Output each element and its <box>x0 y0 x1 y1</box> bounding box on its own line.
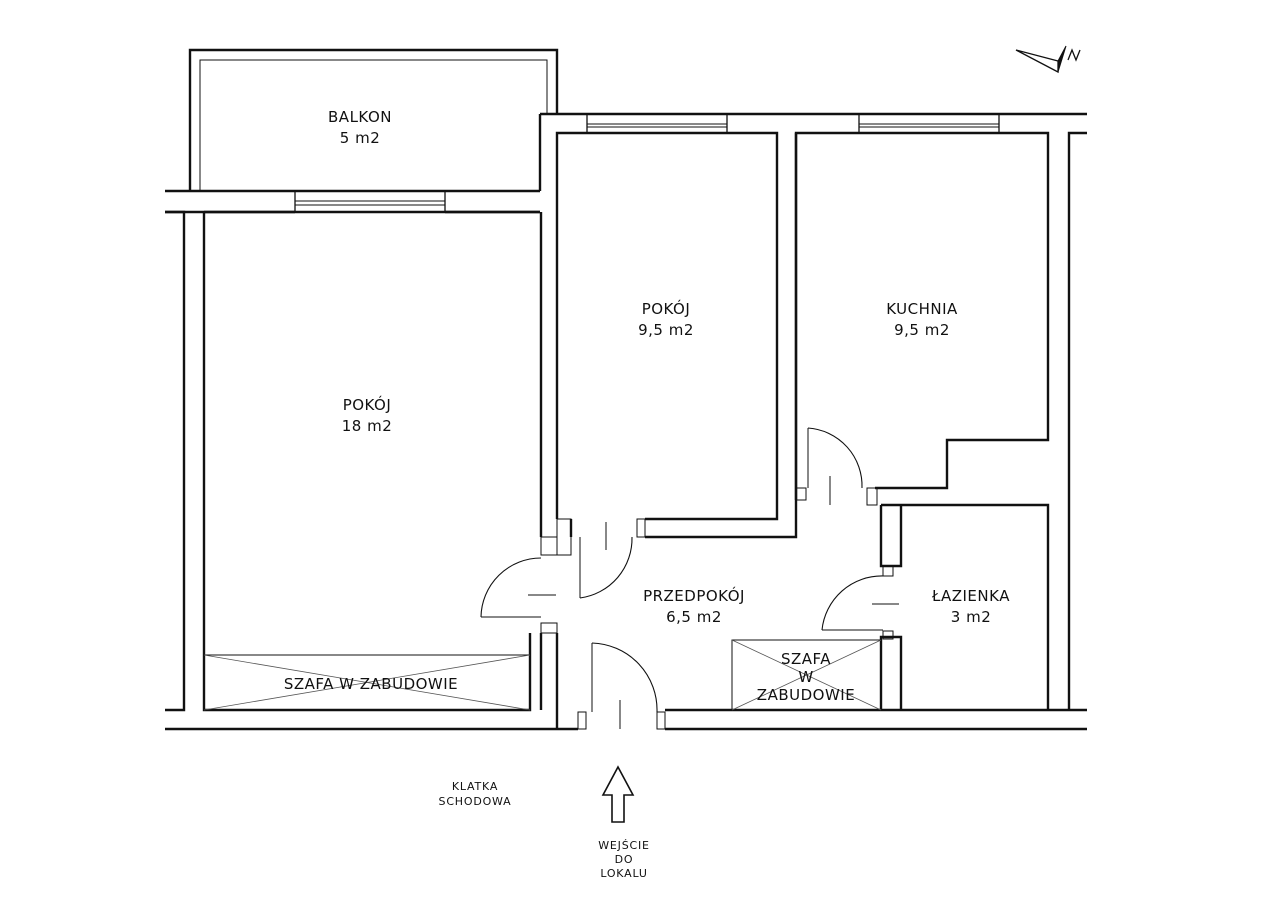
kuchnia-area: 9,5 m2 <box>894 321 950 339</box>
windows <box>294 113 1000 213</box>
przedpokoj-name: PRZEDPOKÓJ <box>643 586 745 605</box>
pokoj-18-area: 18 m2 <box>342 417 393 435</box>
balkon-name: BALKON <box>328 108 392 126</box>
kuchnia-name: KUCHNIA <box>886 300 958 318</box>
pokoj-9-5-area: 9,5 m2 <box>638 321 694 339</box>
entrance-label-1: WEJŚCIE <box>598 839 650 852</box>
lazienka-area: 3 m2 <box>951 608 991 626</box>
north-arrow-icon <box>1015 45 1081 74</box>
entrance-arrow-icon <box>601 765 635 823</box>
stairwell-label-1: KLATKA <box>452 780 498 793</box>
wardrobe-left-label: SZAFA W ZABUDOWIE <box>284 675 458 693</box>
exterior-walls <box>165 112 1087 731</box>
room-kuchnia <box>794 131 1050 710</box>
wardrobe-right-label-2: W <box>798 668 813 686</box>
wardrobe-left <box>203 654 531 711</box>
stairwell-label-2: SCHODOWA <box>439 795 512 808</box>
pokoj-18-name: POKÓJ <box>343 395 392 414</box>
wardrobe-right-label-1: SZAFA <box>781 650 831 668</box>
wardrobe-right <box>731 639 882 711</box>
przedpokoj-area: 6,5 m2 <box>666 608 722 626</box>
pokoj-9-5-name: POKÓJ <box>642 299 691 318</box>
lazienka-name: ŁAZIENKA <box>931 587 1010 605</box>
entrance-label-3: LOKALU <box>600 867 647 880</box>
room-pokoj-18 <box>202 210 587 730</box>
wardrobe-right-label-3: ZABUDOWIE <box>757 686 855 704</box>
balkon-area: 5 m2 <box>340 129 380 147</box>
entrance-label-2: DO <box>615 853 634 866</box>
door-swings <box>480 427 899 729</box>
